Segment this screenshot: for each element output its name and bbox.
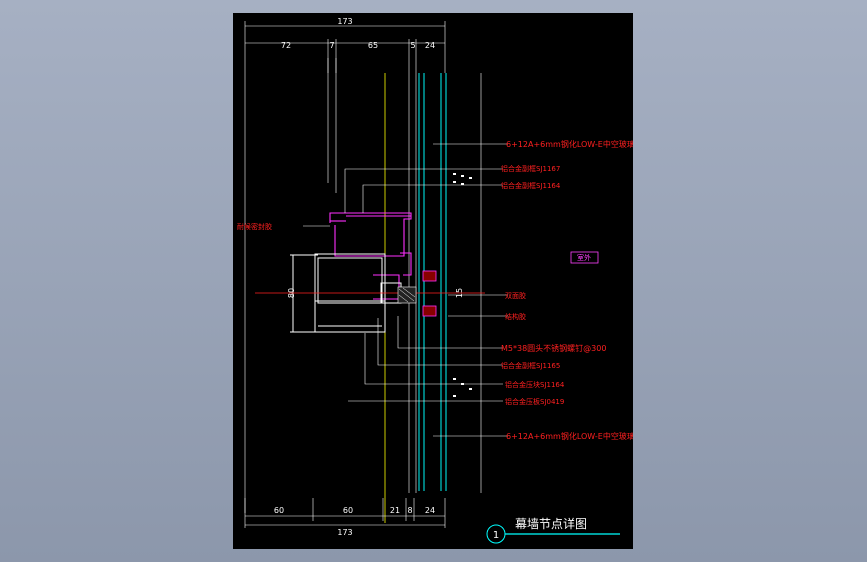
leader-lines xyxy=(303,143,508,437)
callout-weather-sealant: 耐候密封胶 xyxy=(237,222,272,231)
drawing-title: 幕墙节点详图 xyxy=(515,516,587,531)
top-dimension-4: 5 xyxy=(410,41,415,50)
aluminum-profiles xyxy=(329,212,412,300)
bottom-dimension-2: 60 xyxy=(343,506,353,515)
callout-subframe-2: 铝合金副框SJ1164 xyxy=(501,181,561,190)
top-dimension-3: 65 xyxy=(368,41,378,50)
callout-structural-glue: 结构胶 xyxy=(505,312,526,321)
top-total-dimension: 173 xyxy=(337,17,352,26)
top-dimension-2: 7 xyxy=(329,41,334,50)
callout-press-plate: 铝合金压板SJ0419 xyxy=(505,397,564,406)
callout-subframe-3: 铝合金副框SJ1165 xyxy=(501,361,560,370)
bottom-dimension-5: 24 xyxy=(425,506,435,515)
top-dimension-1: 72 xyxy=(281,41,291,50)
bottom-dimension-group xyxy=(244,498,446,528)
curtain-wall-node-drawing: 173 72 7 65 5 24 80 15 xyxy=(237,17,633,544)
section-ticks xyxy=(453,173,472,397)
extension-lines xyxy=(244,58,482,513)
callout-glass-top: 6+12A+6mm钢化LOW-E中空玻璃 xyxy=(506,139,633,149)
top-dimension-5: 24 xyxy=(425,41,435,50)
callout-subframe-1: 铝合金副框SJ1167 xyxy=(501,164,560,173)
drawing-sheet: 173 72 7 65 5 24 80 15 xyxy=(233,13,633,549)
bottom-dimension-3: 21 xyxy=(390,506,400,515)
callout-screw: M5*38圆头不锈钢螺钉@300 xyxy=(501,343,606,353)
detail-number: 1 xyxy=(493,530,499,541)
gaskets xyxy=(397,270,437,317)
callout-double-tape: 双面胶 xyxy=(505,291,526,300)
bottom-dimension-1: 60 xyxy=(274,506,284,515)
bottom-dimension-4: 8 xyxy=(407,506,412,515)
callout-press-block: 铝合金压块SJ1164 xyxy=(505,380,565,389)
exterior-tag: 室外 xyxy=(577,253,591,262)
top-dimension-group xyxy=(244,21,446,73)
callout-glass-bottom: 6+12A+6mm钢化LOW-E中空玻璃 xyxy=(506,431,633,441)
exterior-tag-box xyxy=(570,251,599,264)
glass-panes xyxy=(418,73,447,491)
bottom-total-dimension: 173 xyxy=(337,528,352,537)
